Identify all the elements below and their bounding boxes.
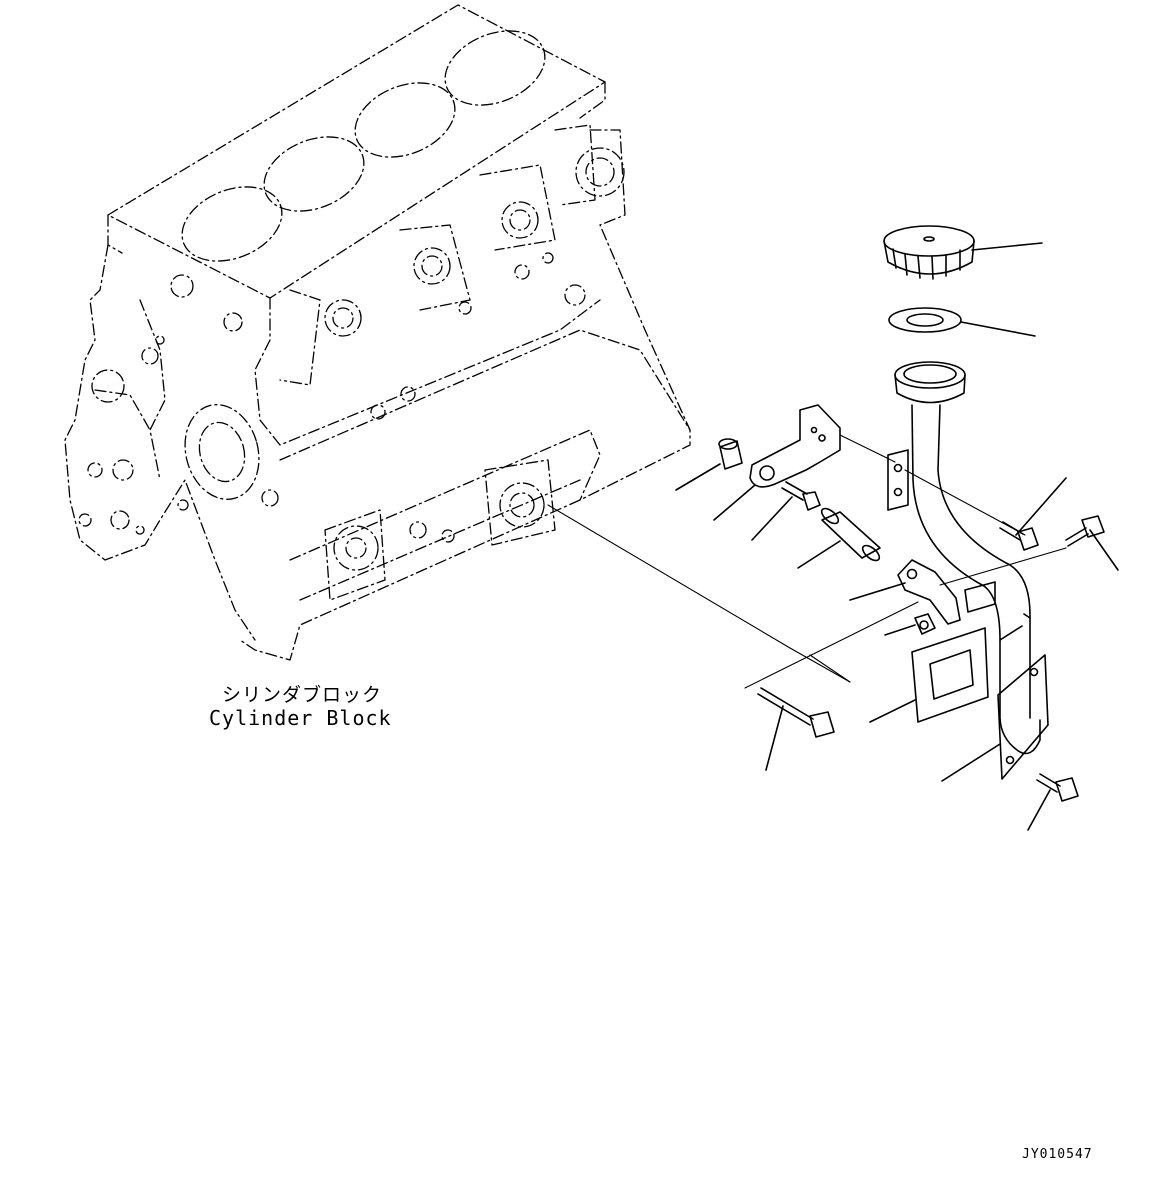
cap-leader-line xyxy=(971,242,1043,251)
drawing-number: JY010547 xyxy=(1022,1147,1093,1162)
bolt-tube-right xyxy=(1065,515,1105,547)
long-bolt-leader-line xyxy=(765,705,784,771)
bolt-lower-leader-line xyxy=(1027,789,1051,831)
oil-filler-tube xyxy=(887,361,1049,780)
cylinder-block-label-en: Cylinder Block xyxy=(209,706,392,730)
assembly-lines xyxy=(547,434,1067,689)
gasket-plate-leader-line xyxy=(869,699,916,723)
nut xyxy=(914,613,936,635)
spacer-sleeve xyxy=(820,507,881,562)
gasket-leader-line xyxy=(960,321,1036,337)
collar xyxy=(718,438,743,470)
nut-leader-line xyxy=(884,624,916,636)
long-bolt xyxy=(757,687,835,738)
bolt-tube-right-leader-line xyxy=(1089,529,1119,571)
bolt-tube-upper-leader-line xyxy=(1015,477,1067,536)
cylinder-block-label-ja: シリンダブロック xyxy=(222,684,383,706)
bolt-leader-line xyxy=(751,496,793,541)
flange-gasket xyxy=(911,627,989,723)
bolt-upper-left xyxy=(781,481,821,511)
bolt-tube-upper xyxy=(999,521,1039,551)
lower-bracket-leader-line xyxy=(849,582,906,601)
upper-bracket-leader-line xyxy=(713,484,756,521)
cap-gasket xyxy=(888,307,962,333)
tube-leader-line xyxy=(941,743,1001,782)
upper-bracket xyxy=(749,404,841,488)
cylinder-block-outline xyxy=(64,4,691,661)
collar-leader-line xyxy=(675,463,721,491)
oil-filler-cap xyxy=(883,225,975,280)
bolt-lower xyxy=(1036,773,1079,802)
sleeve-leader-line xyxy=(797,540,841,569)
lower-bracket xyxy=(897,559,961,625)
